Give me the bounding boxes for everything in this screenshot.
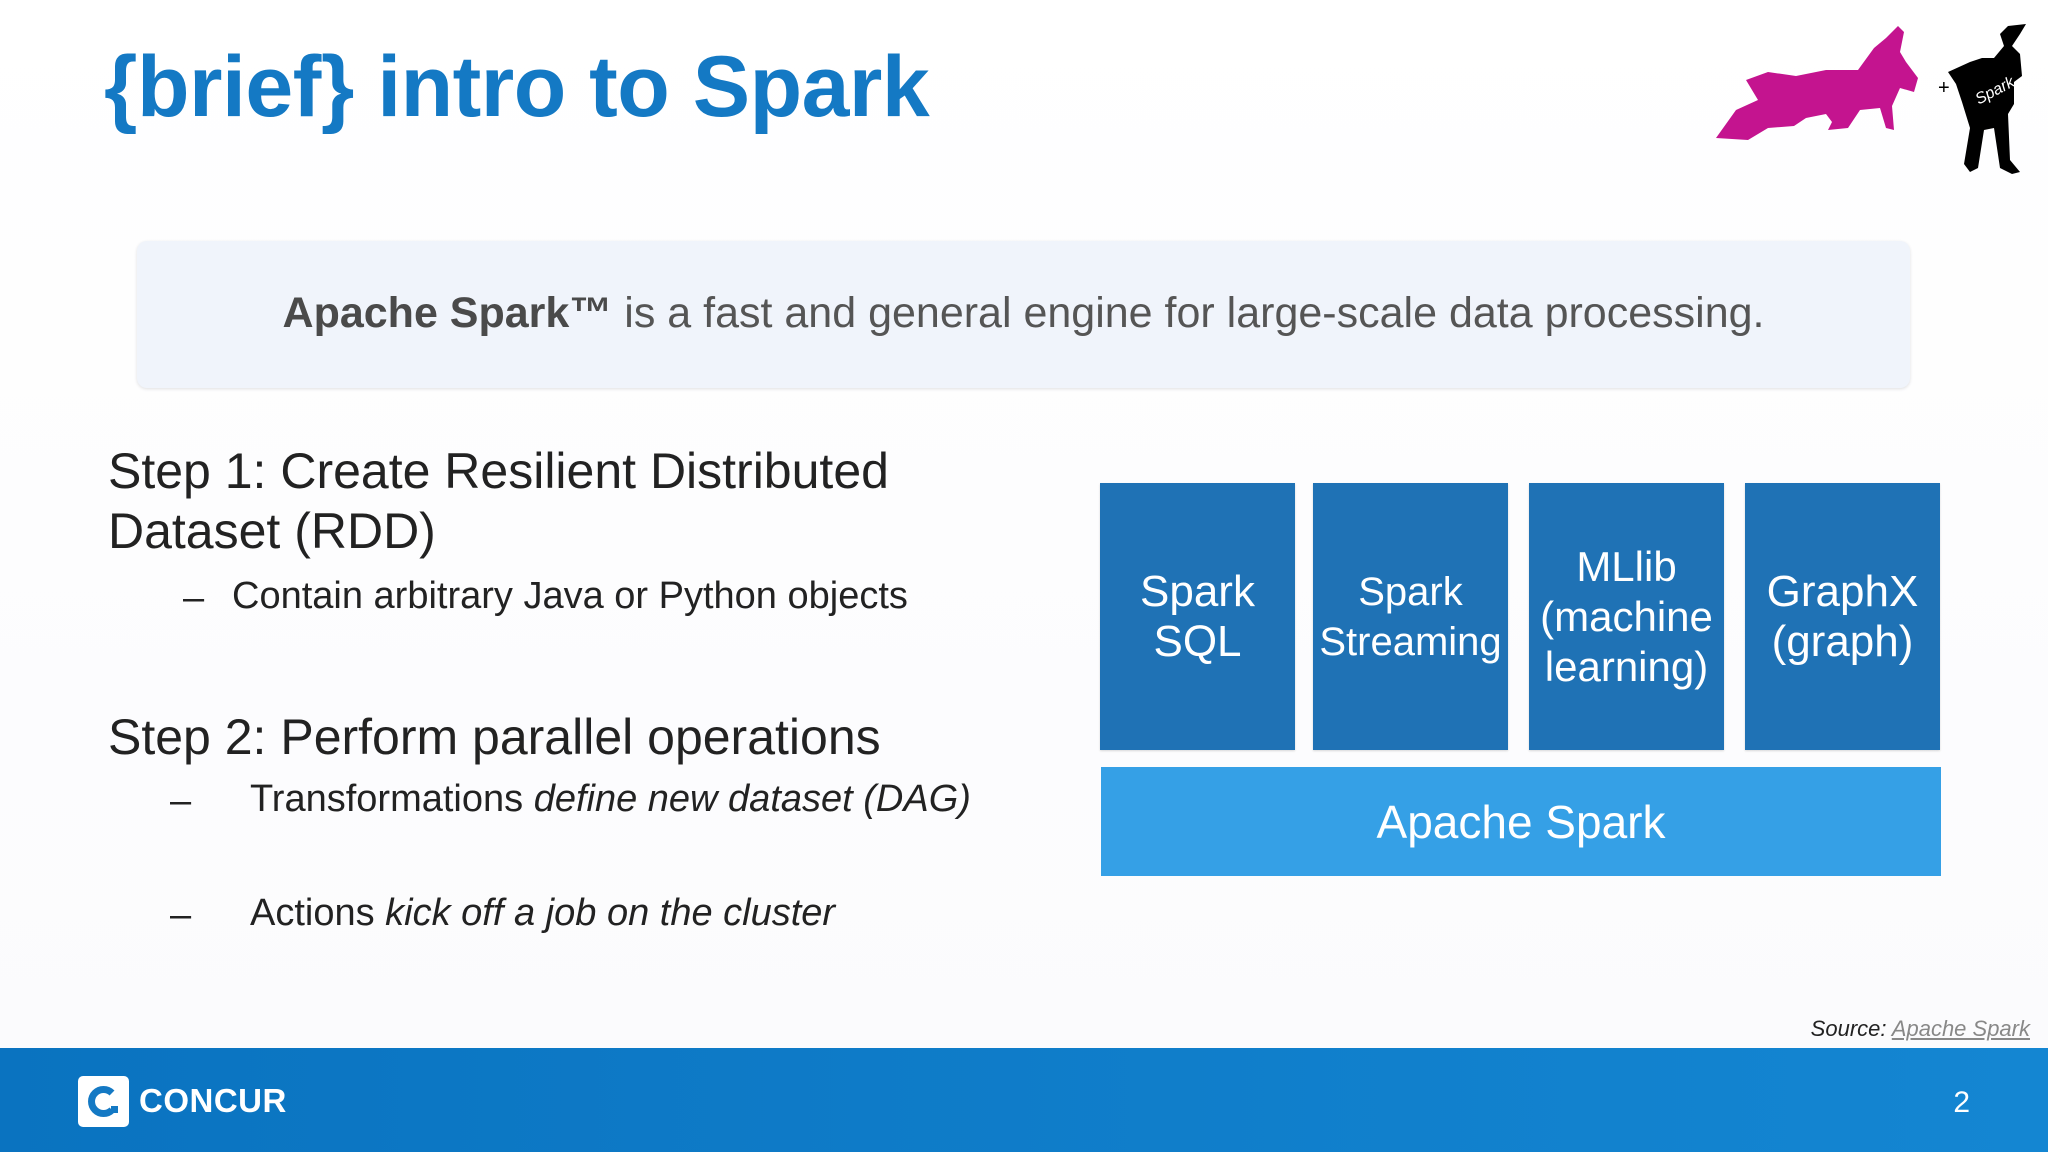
magenta-dog-icon (1716, 26, 1918, 140)
tagline-box: Apache Spark™ is a fast and general engi… (137, 241, 1910, 388)
page-number: 2 (1953, 1086, 1970, 1119)
dog-logos: + Spark (1716, 24, 2026, 174)
concur-logo-icon (78, 1076, 129, 1127)
bullet-dash: – (170, 894, 192, 936)
step-2-bullet-actions: Actions kick off a job on the cluster (250, 892, 836, 934)
tagline-rest: is a fast and general engine for large-s… (612, 289, 1765, 337)
step-1-title-line1: Step 1: Create Resilient Distributed (108, 443, 889, 499)
footer-bar: CONCUR 2 (0, 1048, 2048, 1152)
concur-brand: CONCUR (139, 1082, 287, 1119)
source-link[interactable]: Apache Spark (1891, 1016, 2030, 1041)
bullet-dash: – (183, 577, 205, 619)
plus-sign: + (1938, 77, 1950, 99)
slide-title: {brief} intro to Spark (104, 39, 930, 135)
tagline: Apache Spark™ is a fast and general engi… (137, 289, 1910, 338)
step-2-title-line1: Step 2: Perform parallel operations (108, 709, 881, 765)
apache-spark-base: Apache Spark (1101, 767, 1941, 876)
module-graphx: GraphX(graph) (1745, 483, 1940, 750)
step-1-title: Step 1: Create Resilient Distributed Dat… (108, 441, 889, 561)
step-1-title-line2: Dataset (RDD) (108, 503, 436, 559)
black-spark-dog-icon: Spark (1948, 24, 2026, 174)
bullet-dash: – (170, 780, 192, 822)
tagline-bold: Apache Spark™ (282, 289, 613, 337)
step-1-bullet-1: Contain arbitrary Java or Python objects (232, 575, 908, 617)
step-2-title: Step 2: Perform parallel operations (108, 707, 881, 767)
step-2-bullet-transformations: Transformations define new dataset (DAG) (250, 778, 971, 820)
source-citation: Source: Apache Spark (1810, 1016, 2030, 1041)
